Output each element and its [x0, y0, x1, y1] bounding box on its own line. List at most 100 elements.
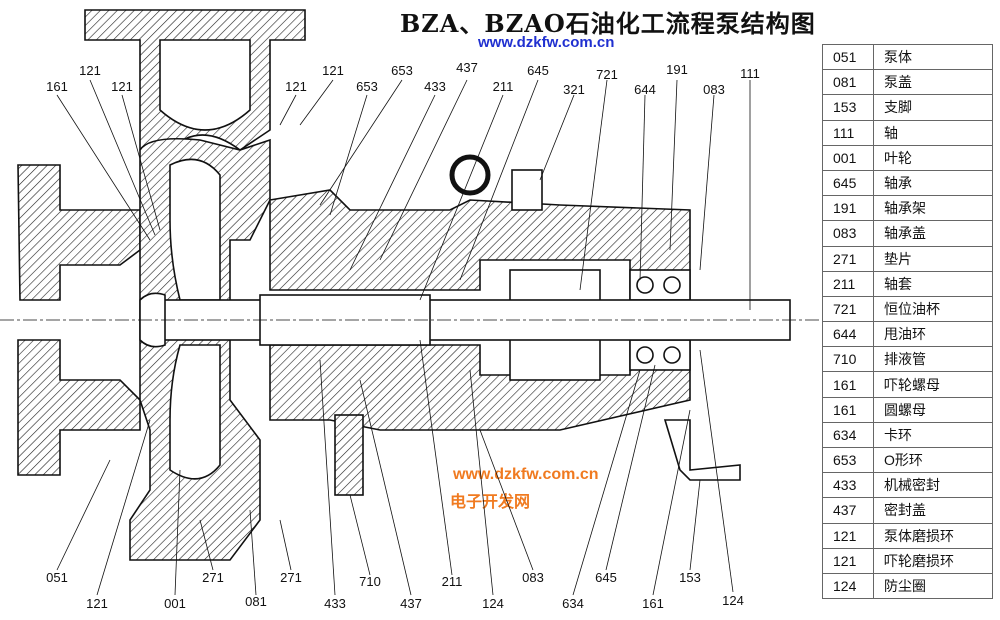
bearing-bracket-lower [269, 339, 691, 431]
part-code: 211 [822, 270, 874, 297]
part-code: 161 [822, 396, 874, 423]
part-name: 支脚 [873, 94, 993, 121]
callout-label: 644 [634, 82, 656, 97]
part-name: 恒位油杯 [873, 295, 993, 323]
part-code: 124 [822, 572, 874, 600]
part-name: 泵盖 [873, 69, 993, 96]
part-code: 121 [822, 522, 874, 549]
suction-flange [17, 164, 141, 301]
part-name: 轴 [873, 119, 993, 146]
part-name: 轴承架 [873, 195, 993, 222]
callout-label: 211 [492, 79, 514, 94]
callout-label: 121 [111, 79, 133, 94]
part-code: 653 [822, 446, 874, 474]
part-code: 271 [822, 245, 874, 272]
part-code: 081 [822, 69, 874, 96]
callout-label: 111 [740, 66, 760, 81]
part-code: 721 [822, 295, 874, 323]
part-code: 121 [822, 547, 874, 574]
part-code: 437 [822, 497, 874, 524]
part-name: 轴承盖 [873, 220, 993, 247]
part-name: 轴承 [873, 169, 993, 197]
watermark-url-top: www.dzkfw.com.cn [478, 34, 615, 51]
part-code: 645 [822, 169, 874, 197]
part-code: 644 [822, 321, 874, 348]
watermark-site-name: 电子开发网 [450, 494, 531, 511]
callout-label: 645 [527, 63, 549, 78]
callout-label: 121 [322, 63, 344, 78]
part-code: 083 [822, 220, 874, 247]
callout-label: 121 [285, 79, 307, 94]
part-code: 111 [822, 119, 874, 146]
callout-label: 161 [642, 596, 664, 611]
part-name: 排液管 [873, 346, 993, 373]
part-name: 垫片 [873, 245, 993, 272]
callout-label: 191 [666, 62, 688, 77]
lifting-eyebolt [449, 154, 491, 196]
suction-flange-lower [17, 339, 141, 476]
part-name: 防尘圈 [873, 572, 993, 600]
callout-label: 051 [46, 570, 68, 585]
part-name: 泵体磨损环 [873, 522, 993, 549]
part-name: 机械密封 [873, 472, 993, 499]
pump-cross-section [0, 9, 820, 596]
part-code: 710 [822, 346, 874, 373]
callout-label: 081 [245, 594, 267, 609]
callout-label: 121 [86, 596, 108, 611]
callout-label: 653 [356, 79, 378, 94]
callout-label: 124 [722, 593, 744, 608]
part-name: 甩油环 [873, 321, 993, 348]
drain-pipe [334, 414, 364, 496]
callout-label: 645 [595, 570, 617, 585]
part-code: 191 [822, 195, 874, 222]
part-name: O形环 [873, 446, 993, 474]
callout-label: 211 [441, 574, 463, 589]
watermark-url-middle: www.dzkfw.com.cn [453, 466, 599, 483]
callout-label: 121 [79, 63, 101, 78]
leader-lines [56, 79, 751, 596]
callout-label: 271 [202, 570, 224, 585]
callout-label: 634 [562, 596, 584, 611]
part-name: 吓轮螺母 [873, 371, 993, 398]
part-code: 153 [822, 94, 874, 121]
callout-label: 083 [522, 570, 544, 585]
part-name: 卡环 [873, 421, 993, 449]
callout-label: 271 [280, 570, 302, 585]
part-code: 634 [822, 421, 874, 449]
diagram-title: BZA、BZAO石油化工流程泵结构图 [400, 9, 816, 38]
part-name: 密封盖 [873, 497, 993, 524]
impeller-nut [139, 292, 166, 348]
callout-label: 161 [46, 79, 68, 94]
callout-label: 653 [391, 63, 413, 78]
callout-label: 437 [456, 60, 478, 75]
callout-label: 083 [703, 82, 725, 97]
callout-label: 433 [324, 596, 346, 611]
callout-label: 321 [563, 82, 585, 97]
part-name: 圆螺母 [873, 396, 993, 423]
callout-label: 001 [164, 596, 186, 611]
oil-cup [511, 169, 543, 211]
callout-label: 153 [679, 570, 701, 585]
